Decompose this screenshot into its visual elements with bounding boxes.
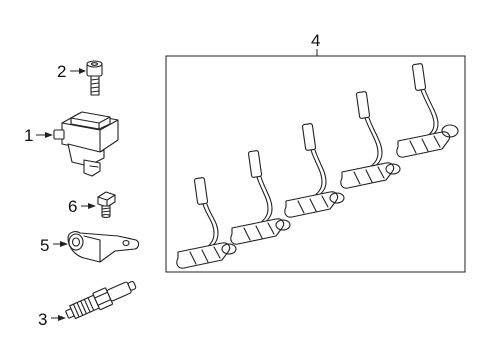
spark-plug-wire-set-icon[interactable] [176, 63, 459, 269]
callout-2[interactable]: 2 [57, 62, 86, 81]
callout-2-label: 2 [57, 62, 66, 81]
spark-plug-icon[interactable] [63, 276, 138, 323]
callout-6-label: 6 [68, 197, 77, 216]
wire-lead [340, 91, 401, 189]
callout-1[interactable]: 1 [24, 126, 53, 145]
callout-3-label: 3 [38, 310, 47, 329]
wire-set-frame [165, 55, 466, 273]
wire-lead [396, 63, 459, 158]
wire-lead [284, 123, 345, 218]
callout-1-label: 1 [24, 126, 33, 145]
callout-5-label: 5 [40, 236, 49, 255]
ignition-coil-icon[interactable] [53, 111, 119, 177]
wire-lead [176, 177, 237, 269]
bolt-icon[interactable] [86, 60, 103, 96]
wire-lead [230, 150, 291, 245]
callout-4-label: 4 [311, 31, 320, 50]
sensor-icon[interactable] [67, 231, 140, 263]
stud-icon[interactable] [97, 191, 116, 219]
callout-5[interactable]: 5 [40, 236, 68, 255]
callout-6[interactable]: 6 [68, 197, 96, 216]
callout-3[interactable]: 3 [38, 310, 66, 329]
callout-4[interactable]: 4 [311, 31, 320, 56]
